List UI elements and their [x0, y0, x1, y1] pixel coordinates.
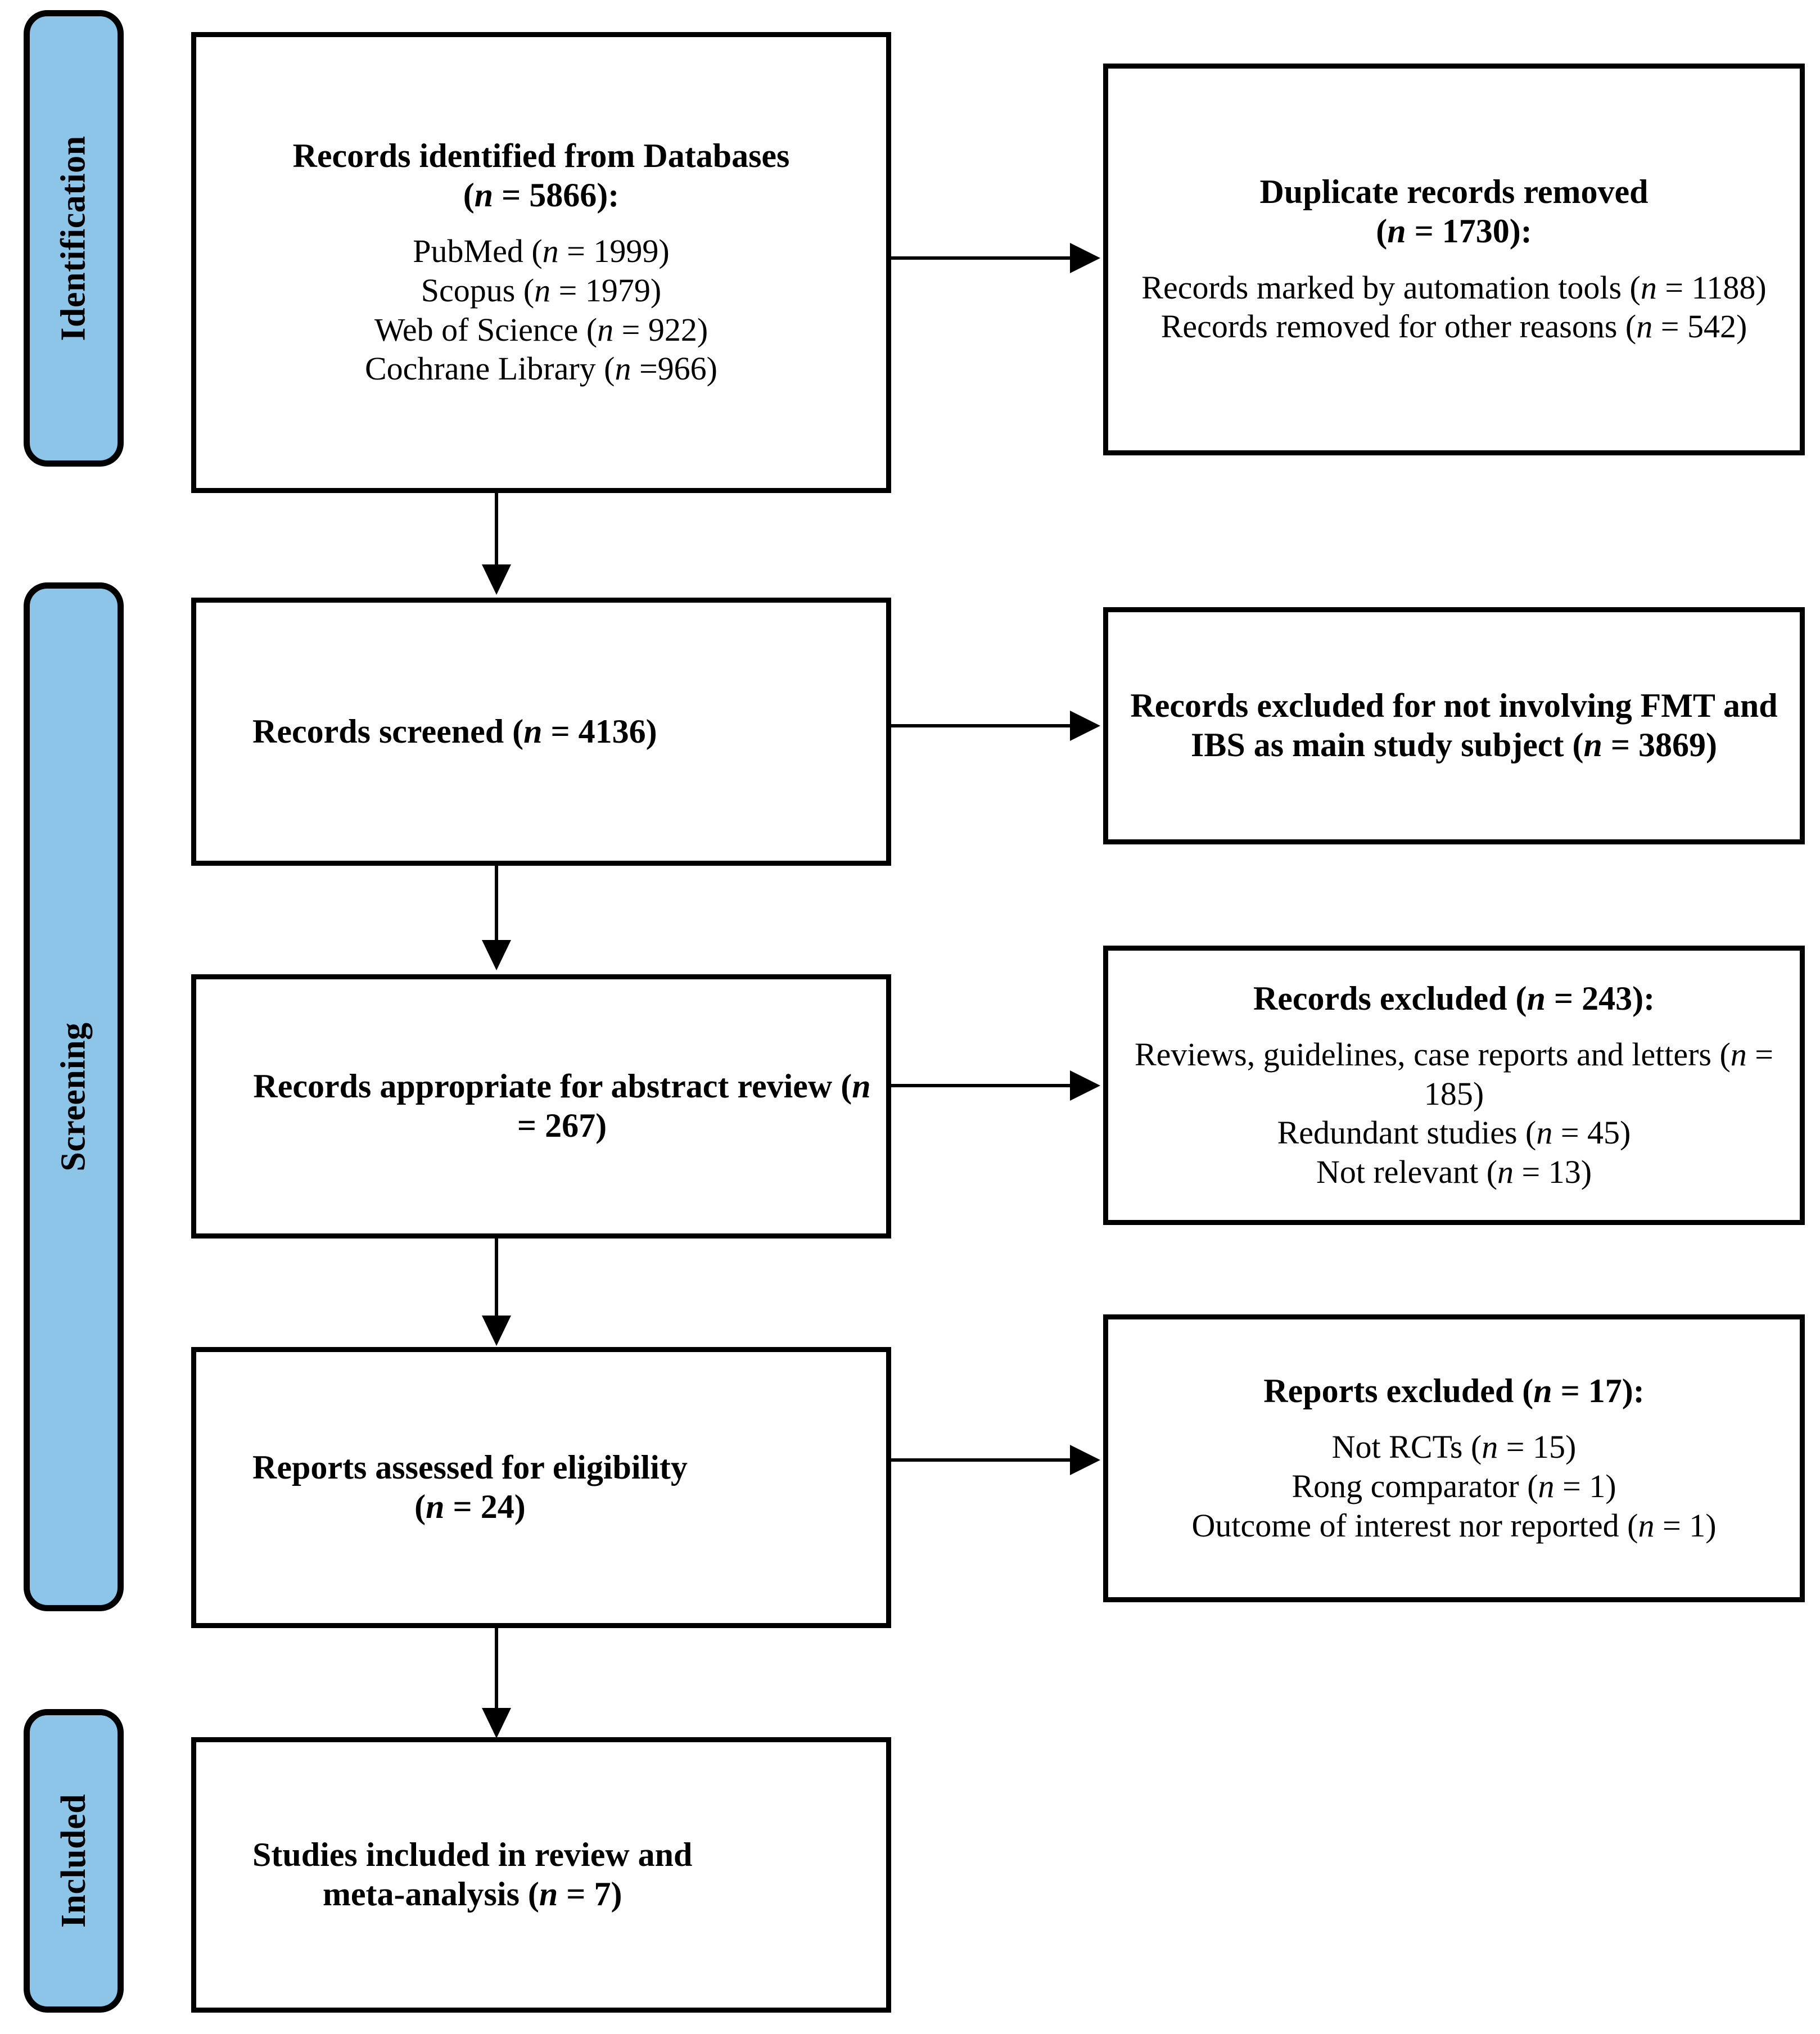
box-duplicate-records-removed: Duplicate records removed (n = 1730): Re…	[1103, 64, 1805, 455]
arrow-abstract-to-excluded	[1070, 1070, 1100, 1101]
box-records-screened: Records screened (n = 4136)	[191, 598, 891, 866]
records-excluded-243-title: Records excluded (n = 243):	[1253, 979, 1655, 1017]
arrow-identified-to-screened	[482, 564, 511, 595]
stage-tab-included: Included	[24, 1709, 124, 2013]
box-reports-excluded-17: Reports excluded (n = 17): Not RCTs (n =…	[1103, 1314, 1805, 1602]
connector-eligibility-to-included	[495, 1628, 498, 1710]
box-records-excluded-243: Records excluded (n = 243): Reviews, gui…	[1103, 946, 1805, 1225]
connector-abstract-to-eligibility	[495, 1239, 498, 1317]
n-italic: n	[1536, 1114, 1553, 1151]
records-identified-title: Records identified from Databases (n = 5…	[292, 137, 790, 214]
n-italic: n	[1730, 1036, 1747, 1073]
reason-line: Not relevant (n = 13)	[1316, 1153, 1592, 1190]
box-reports-eligibility: Reports assessed for eligibility (n = 24…	[191, 1347, 891, 1628]
n-italic: n	[1583, 726, 1602, 763]
connector-identified-to-duplicates	[891, 256, 1072, 260]
n-italic: n	[1538, 1468, 1555, 1504]
reason-line: Reviews, guidelines, case reports and le…	[1135, 1036, 1773, 1112]
connector-screened-to-abstract	[495, 866, 498, 942]
n-italic: n	[534, 272, 551, 309]
records-identified-sources: PubMed (n = 1999) Scopus (n = 1979) Web …	[365, 232, 717, 388]
records-abstract-review-text: Records appropriate for abstract review …	[253, 1068, 871, 1144]
reason-line: Not RCTs (n = 15)	[1331, 1429, 1577, 1466]
stage-tab-screening: Screening	[24, 582, 124, 1611]
reason-line: Records marked by automation tools (n = …	[1141, 269, 1767, 306]
n-italic: n	[1636, 308, 1653, 345]
connector-screened-to-excluded	[891, 724, 1072, 727]
arrow-eligibility-to-included	[482, 1708, 511, 1738]
n-italic: n	[523, 712, 543, 750]
studies-included-text: Studies included in review and meta-anal…	[252, 1836, 693, 1913]
n-italic: n	[1497, 1153, 1514, 1190]
n-italic: n	[1482, 1429, 1498, 1466]
box-records-abstract-review: Records appropriate for abstract review …	[191, 974, 891, 1239]
connector-eligibility-to-reports-excluded	[891, 1458, 1072, 1462]
source-line: Cochrane Library (n =966)	[364, 350, 717, 387]
records-excluded-243-reasons: Reviews, guidelines, case reports and le…	[1123, 1035, 1785, 1191]
reports-eligibility-text: Reports assessed for eligibility (n = 24…	[252, 1449, 688, 1525]
reports-excluded-17-title: Reports excluded (n = 17):	[1263, 1372, 1645, 1409]
reports-excluded-17-reasons: Not RCTs (n = 15) Rong comparator (n = 1…	[1191, 1427, 1716, 1545]
reason-line: Records removed for other reasons (n = 5…	[1160, 308, 1747, 345]
arrow-screened-to-abstract	[482, 940, 511, 970]
stage-tab-included-label: Included	[55, 1793, 93, 1928]
n-italic: n	[426, 1488, 445, 1525]
n-italic: n	[1640, 269, 1657, 306]
n-italic: n	[597, 311, 614, 348]
source-line: PubMed (n = 1999)	[413, 233, 670, 270]
box-records-excluded-not-involving: Records excluded for not involving FMT a…	[1103, 607, 1805, 844]
n-italic: n	[1533, 1372, 1552, 1409]
n-italic: n	[615, 350, 631, 387]
arrow-identified-to-duplicates	[1070, 243, 1100, 273]
connector-identified-to-screened	[495, 493, 498, 566]
box-records-identified: Records identified from Databases (n = 5…	[191, 32, 891, 493]
stage-tab-identification: Identification	[24, 10, 124, 467]
connector-abstract-to-excluded	[891, 1084, 1072, 1087]
duplicates-title: Duplicate records removed (n = 1730):	[1259, 173, 1649, 250]
arrow-abstract-to-eligibility	[482, 1316, 511, 1346]
source-line: Scopus (n = 1979)	[421, 272, 662, 309]
n-italic: n	[539, 1875, 558, 1913]
n-italic: n	[542, 233, 559, 270]
duplicates-reasons: Records marked by automation tools (n = …	[1141, 268, 1766, 346]
n-italic: n	[474, 176, 494, 214]
box-studies-included: Studies included in review and meta-anal…	[191, 1737, 891, 2013]
n-italic: n	[1387, 212, 1406, 250]
reason-line: Rong comparator (n = 1)	[1291, 1468, 1616, 1504]
source-line: Web of Science (n = 922)	[374, 311, 708, 348]
reason-line: Outcome of interest nor reported (n = 1)	[1191, 1507, 1717, 1544]
n-italic: n	[852, 1068, 871, 1105]
arrow-eligibility-to-reports-excluded	[1070, 1445, 1100, 1475]
arrow-screened-to-excluded	[1070, 711, 1100, 741]
records-excluded-not-involving-text: Records excluded for not involving FMT a…	[1130, 687, 1778, 763]
n-italic: n	[1527, 979, 1546, 1017]
reason-line: Redundant studies (n = 45)	[1277, 1114, 1631, 1151]
stage-tab-identification-label: Identification	[55, 135, 93, 341]
stage-tab-screening-label: Screening	[55, 1022, 93, 1172]
records-screened-text: Records screened (n = 4136)	[252, 712, 657, 750]
n-italic: n	[1638, 1507, 1655, 1544]
